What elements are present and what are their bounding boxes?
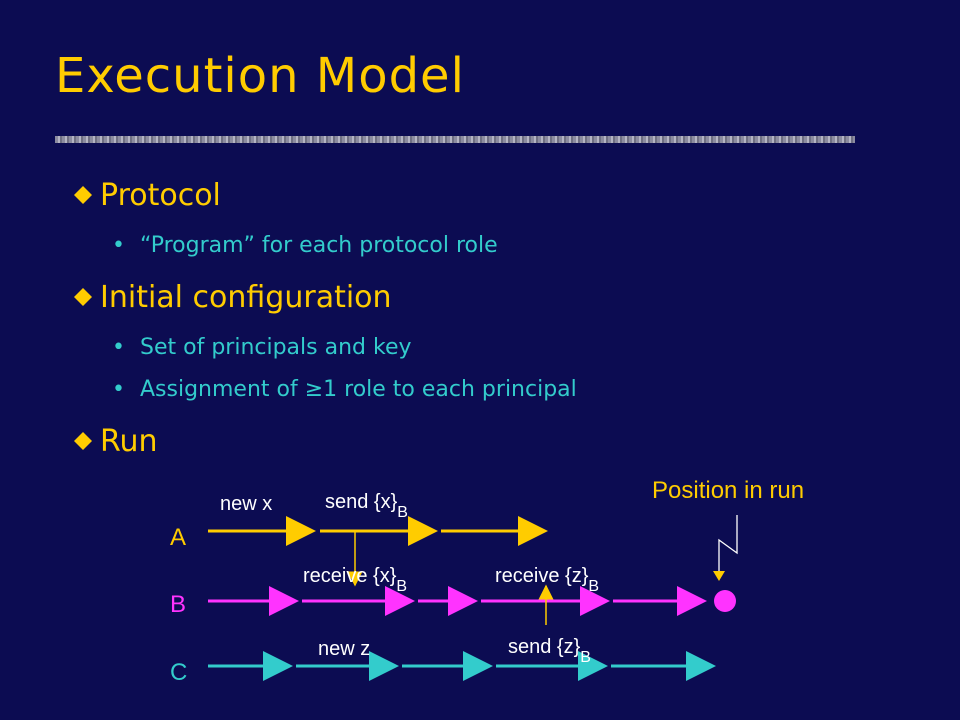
position-marker: [714, 590, 736, 612]
position-pointer-head: [713, 571, 725, 581]
slide-title: Execution Model: [55, 48, 465, 104]
sub-bullet-assignment: •Assignment of ≥1 role to each principal: [112, 377, 577, 402]
dot-bullet-icon: •: [112, 233, 125, 258]
label-receive-z: receive {z}B: [495, 565, 599, 595]
sub-bullet-principals: •Set of principals and key: [112, 335, 412, 360]
bullet-run: Run: [72, 424, 158, 459]
role-label-b: B: [170, 591, 186, 618]
bullet-initial-configuration: Initial configuration: [72, 280, 392, 315]
role-label-c: C: [170, 659, 187, 686]
label-send-x: send {x}B: [325, 491, 408, 521]
label-receive-x: receive {x}B: [303, 565, 407, 595]
sub-bullet-program: •“Program” for each protocol role: [112, 233, 498, 258]
position-pointer-line: [718, 515, 738, 578]
position-in-run-label: Position in run: [652, 477, 804, 504]
label-new-z: new z: [318, 638, 370, 660]
dot-bullet-icon: •: [112, 377, 125, 402]
label-new-x: new x: [220, 493, 272, 515]
title-divider: [55, 136, 855, 143]
bullet-protocol: Protocol: [72, 178, 221, 213]
dot-bullet-icon: •: [112, 335, 125, 360]
diamond-bullet-icon: [74, 432, 92, 450]
label-send-z: send {z}B: [508, 636, 591, 666]
diamond-bullet-icon: [74, 288, 92, 306]
diamond-bullet-icon: [74, 186, 92, 204]
role-label-a: A: [170, 524, 186, 551]
